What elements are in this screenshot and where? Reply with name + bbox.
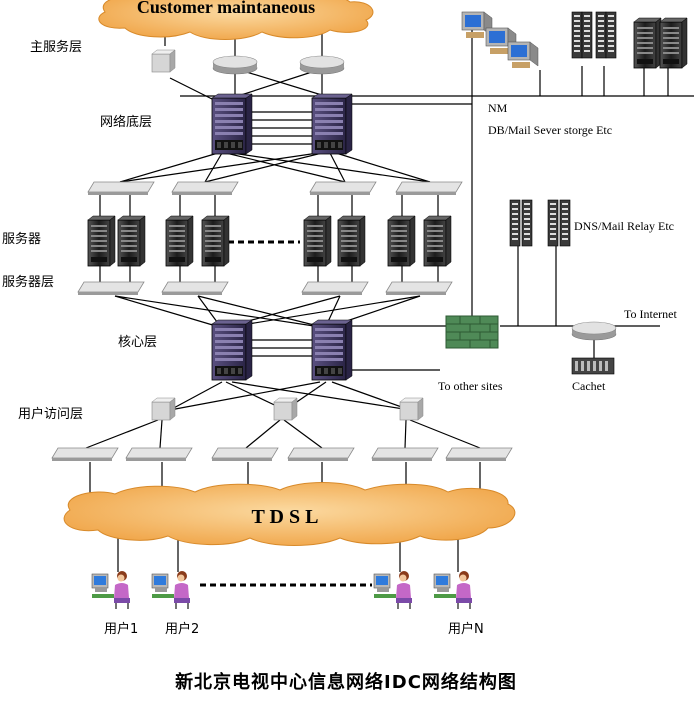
access-cube-1 <box>151 397 176 421</box>
annotation-dns-mail: DNS/Mail Relay Etc <box>574 219 674 233</box>
server-3 <box>165 215 194 267</box>
db-server-1 <box>633 17 662 69</box>
server-1 <box>87 215 116 267</box>
base-router-left <box>211 93 253 155</box>
user-label-n: 用户N <box>448 621 484 637</box>
db-rack-3 <box>595 11 607 59</box>
user-label-1: 用户1 <box>104 621 138 637</box>
server-switch-4 <box>395 181 463 196</box>
db-server-2 <box>659 17 688 69</box>
server-5 <box>303 215 332 267</box>
user-label-2: 用户2 <box>165 621 199 637</box>
annotation-to-internet: To Internet <box>624 307 677 321</box>
server-6 <box>337 215 366 267</box>
firewall-icon <box>445 315 499 349</box>
server-4 <box>201 215 230 267</box>
server-layer-switch-2 <box>161 281 229 296</box>
db-rack-4 <box>605 11 617 59</box>
server-8 <box>423 215 452 267</box>
layer-label-user-access: 用户访问层 <box>18 406 83 422</box>
top-cube-switch <box>151 49 176 73</box>
access-switch-1 <box>51 447 119 462</box>
diagram-title: 新北京电视中心信息网络IDC网络结构图 <box>175 671 517 693</box>
top-router-disk-1 <box>212 55 258 75</box>
access-cube-2 <box>273 397 298 421</box>
access-switch-6 <box>445 447 513 462</box>
dns-rack-4 <box>559 199 571 247</box>
internet-router-disk <box>571 321 617 341</box>
dns-rack-2 <box>521 199 533 247</box>
layer-label-main-service: 主服务层 <box>30 39 82 55</box>
core-router-left <box>211 319 253 381</box>
user-1-workstation-icon <box>91 570 131 610</box>
annotation-cachet: Cachet <box>572 379 606 393</box>
customer-cloud-label: Customer maintaneous <box>137 0 315 17</box>
tdsl-cloud-label: T D S L <box>252 506 319 528</box>
layer-label-core: 核心层 <box>118 335 157 350</box>
server-layer-switch-3 <box>301 281 369 296</box>
server-layer-switch-1 <box>77 281 145 296</box>
user-2-workstation-icon <box>151 570 191 610</box>
access-switch-2 <box>125 447 193 462</box>
db-rack-2 <box>581 11 593 59</box>
layer-label-network-base: 网络底层 <box>100 114 152 130</box>
server-7 <box>387 215 416 267</box>
db-rack-1 <box>571 11 583 59</box>
tdsl-cloud: T D S L <box>63 482 516 546</box>
connection-lines <box>85 18 694 572</box>
cachet-device-icon <box>571 357 615 375</box>
base-router-right <box>311 93 353 155</box>
layer-label-server-layer: 服务器层 <box>2 274 54 290</box>
dns-rack-1 <box>509 199 521 247</box>
access-switch-3 <box>211 447 279 462</box>
nm-workstation-3 <box>507 41 539 69</box>
layer-label-servers: 服务器 <box>2 231 41 247</box>
dns-rack-3 <box>547 199 559 247</box>
server-switch-3 <box>309 181 377 196</box>
user-3-workstation-icon <box>373 570 413 610</box>
top-router-disk-2 <box>299 55 345 75</box>
access-cube-3 <box>399 397 424 421</box>
annotation-to-other-sites: To other sites <box>438 379 503 393</box>
server-switch-1 <box>87 181 155 196</box>
core-router-right <box>311 319 353 381</box>
customer-cloud: Customer maintaneous <box>98 0 374 40</box>
annotation-db-mail: DB/Mail Sever storge Etc <box>488 123 612 137</box>
annotation-nm: NM <box>488 101 508 115</box>
server-layer-switch-4 <box>385 281 453 296</box>
user-n-workstation-icon <box>433 570 473 610</box>
server-2 <box>117 215 146 267</box>
access-switch-4 <box>287 447 355 462</box>
access-switch-5 <box>371 447 439 462</box>
server-switch-2 <box>171 181 239 196</box>
